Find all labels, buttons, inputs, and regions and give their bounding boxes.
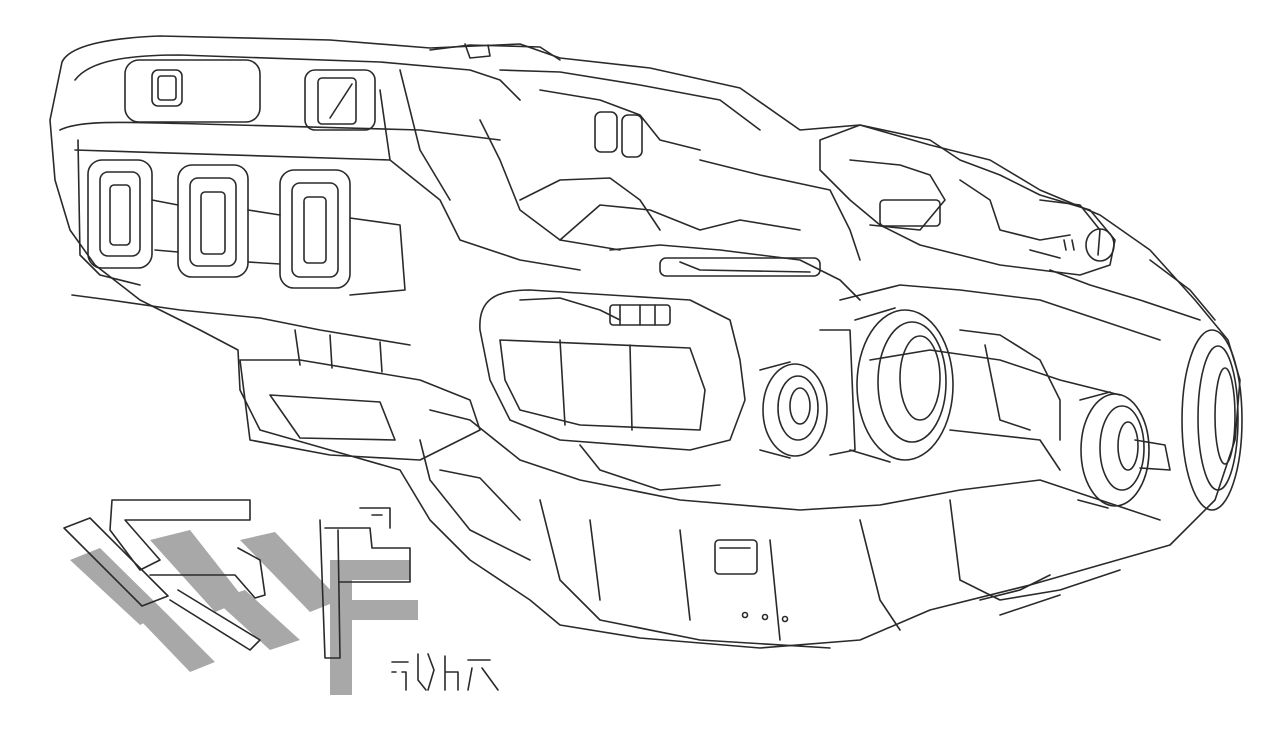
rear-deck	[74, 54, 521, 101]
engine-nozzle-2	[819, 307, 954, 463]
artist-logo	[63, 499, 499, 695]
artist-signature-glyphs	[391, 653, 499, 691]
engine-nozzle-1	[759, 361, 828, 459]
top-hatch-2	[304, 69, 376, 131]
engine-nozzle-3	[1077, 391, 1171, 509]
top-hatch-1	[124, 59, 261, 123]
side-vent-2	[177, 164, 249, 278]
side-vent-3	[279, 169, 351, 289]
side-vent-1	[87, 159, 153, 269]
spaceship-drawing	[49, 35, 1243, 649]
engine-nozzle-4	[1181, 329, 1243, 511]
lower-belly	[429, 409, 1161, 521]
hull-outline	[49, 35, 1241, 649]
central-engine-pod	[479, 289, 746, 451]
